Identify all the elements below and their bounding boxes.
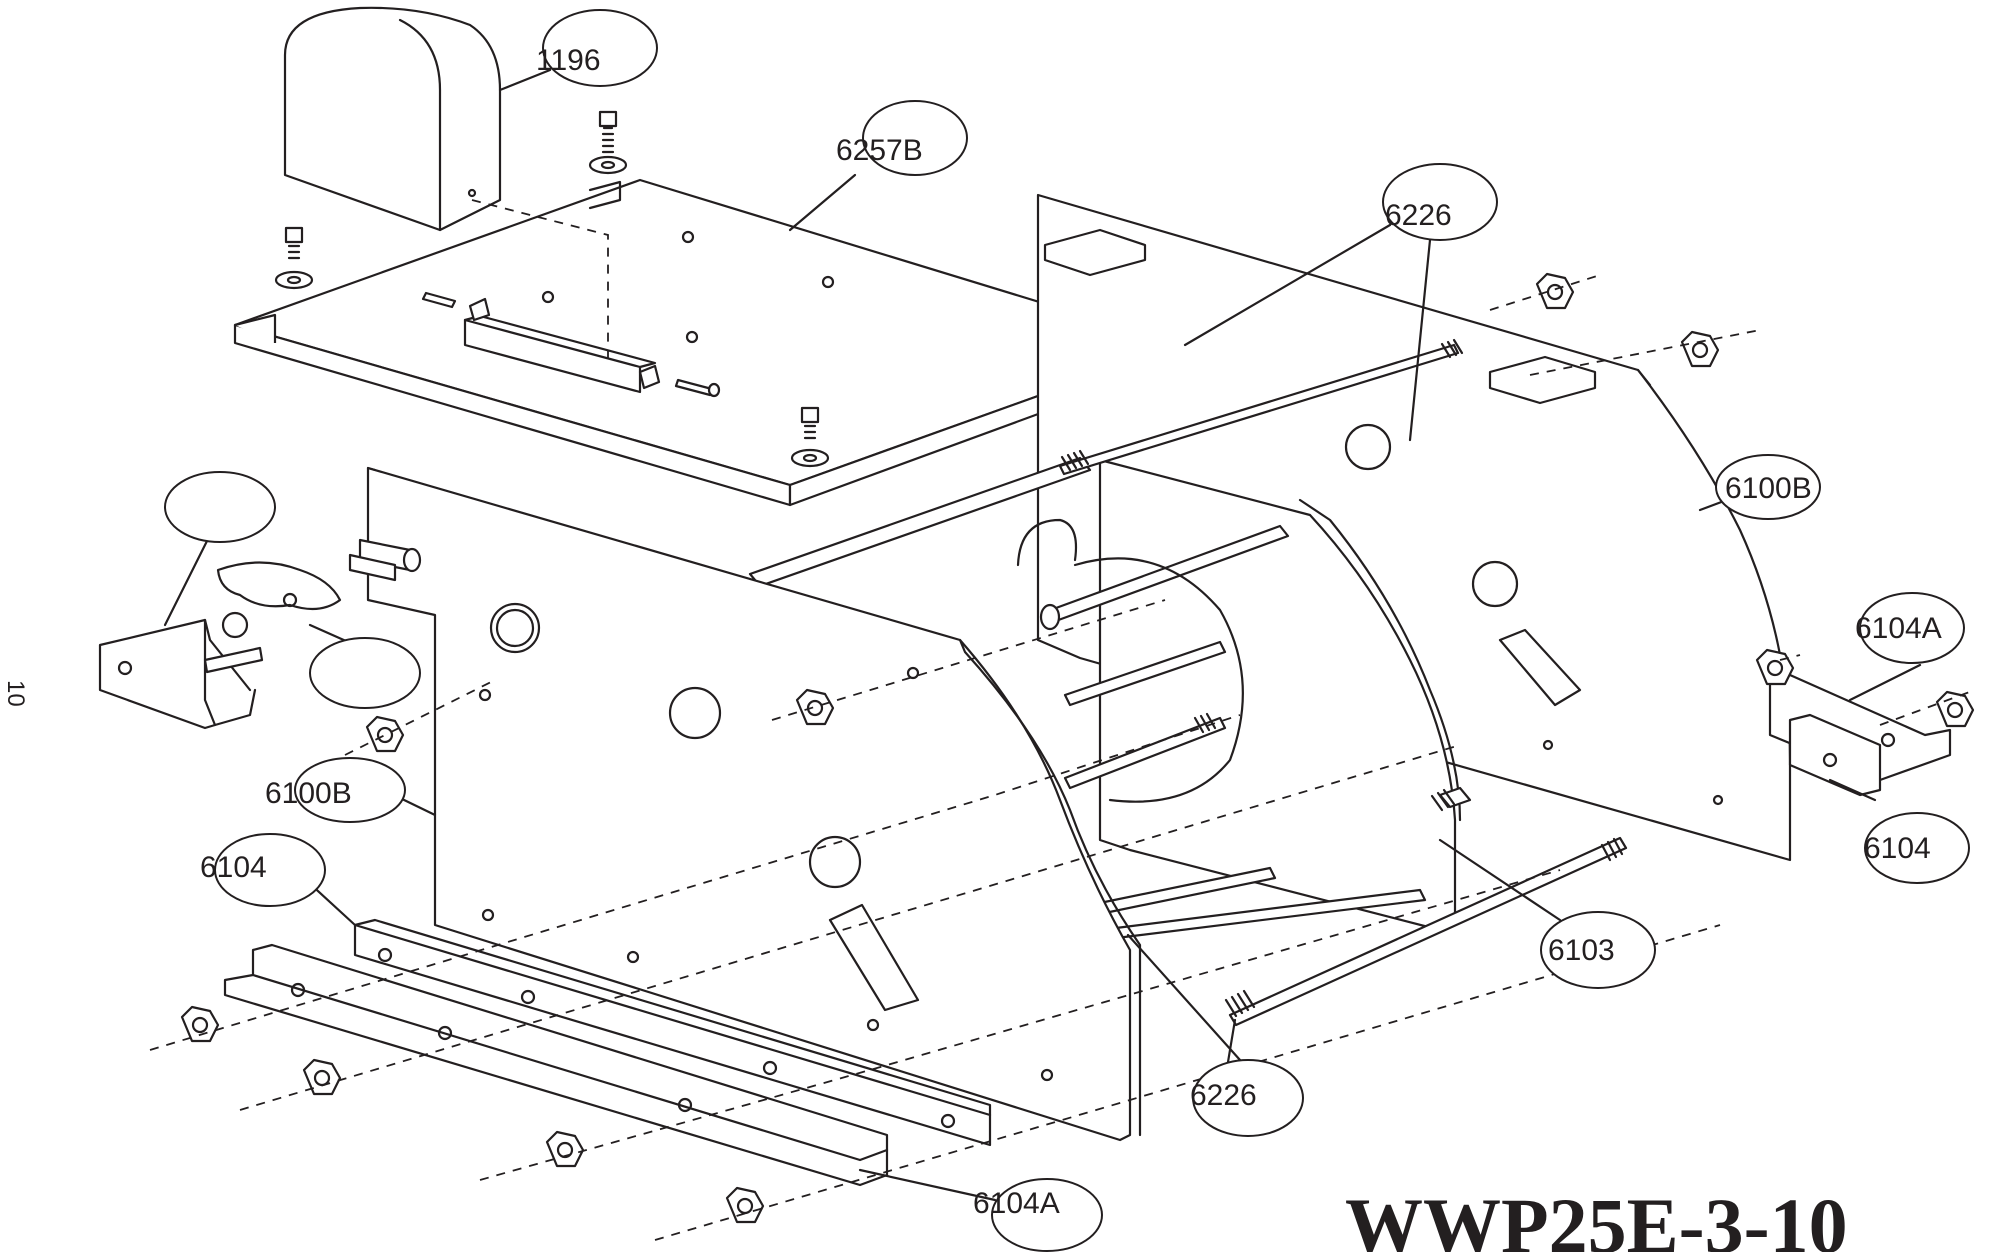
label-6257b: 6257B xyxy=(836,134,923,167)
label-6104a-bottom: 6104A xyxy=(973,1187,1060,1220)
screw-set-top xyxy=(274,110,830,468)
bracket-6104-right xyxy=(1788,713,1882,797)
label-6103: 6103 xyxy=(1548,934,1615,967)
bracket-6104a-right xyxy=(1768,673,1952,782)
latch-assembly xyxy=(98,538,422,730)
bubble-6104-right xyxy=(1864,812,1970,884)
bubble-6100b-left xyxy=(294,757,406,823)
cover-1196 xyxy=(283,6,502,232)
top-plate-6257b xyxy=(233,178,1182,507)
label-6100b-left: 6100B xyxy=(265,777,352,810)
bubble-6104-left xyxy=(214,833,326,907)
middle-divider-plate xyxy=(1098,458,1462,932)
leader-lines xyxy=(163,68,1922,1202)
label-6104-right: 6104 xyxy=(1864,832,1931,865)
bubble-6257b xyxy=(862,100,968,176)
bubble-6226-bottom xyxy=(1192,1059,1304,1137)
bubble-1196 xyxy=(542,9,658,87)
bracket-6104a-left xyxy=(223,943,889,1187)
bubble-6104a-right xyxy=(1859,592,1965,664)
label-1196: 1196 xyxy=(536,44,601,77)
bubble-blank-1 xyxy=(164,471,276,543)
motor-opening xyxy=(1016,518,1244,803)
alignment-lines xyxy=(149,274,1976,1241)
bubble-6100b-right xyxy=(1715,454,1821,520)
bubble-blank-2 xyxy=(309,637,421,709)
bubble-6103 xyxy=(1540,911,1656,989)
callouts: 1196 6257B 6226 6100B 6104A 6104 6103 62… xyxy=(164,9,1970,1252)
bubble-6104a-bottom xyxy=(991,1178,1103,1252)
page-number: 10 xyxy=(2,680,29,707)
label-6226-bottom: 6226 xyxy=(1190,1079,1257,1112)
label-6104-left: 6104 xyxy=(200,851,267,884)
set-screws xyxy=(421,291,721,398)
label-6104a-right: 6104A xyxy=(1855,612,1942,645)
label-6226-top: 6226 xyxy=(1385,199,1452,232)
label-6100b-right: 6100B xyxy=(1725,472,1812,505)
side-panel-6100b-left xyxy=(366,466,1142,1142)
drawing-title: WWP25E-3-10 xyxy=(1345,1182,1848,1252)
dash-cover-plate xyxy=(471,199,609,365)
bubble-6226-top xyxy=(1382,163,1498,241)
